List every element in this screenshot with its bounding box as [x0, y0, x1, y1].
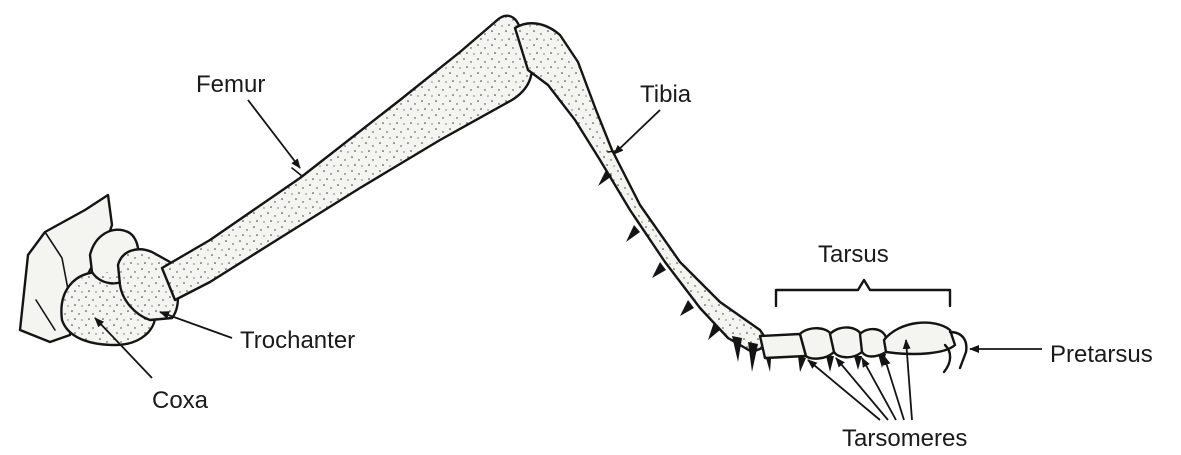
label-tarsus: Tarsus — [818, 241, 889, 268]
tibia-segment — [515, 23, 772, 372]
label-pretarsus: Pretarsus — [1050, 341, 1153, 368]
label-coxa: Coxa — [152, 387, 209, 414]
label-tibia: Tibia — [640, 81, 692, 108]
femur-segment — [162, 16, 532, 300]
label-femur: Femur — [196, 71, 265, 98]
tarsus-bracket — [776, 280, 950, 306]
tarsus-segments — [760, 323, 955, 372]
label-trochanter: Trochanter — [240, 327, 355, 354]
label-tarsomeres: Tarsomeres — [842, 425, 967, 452]
